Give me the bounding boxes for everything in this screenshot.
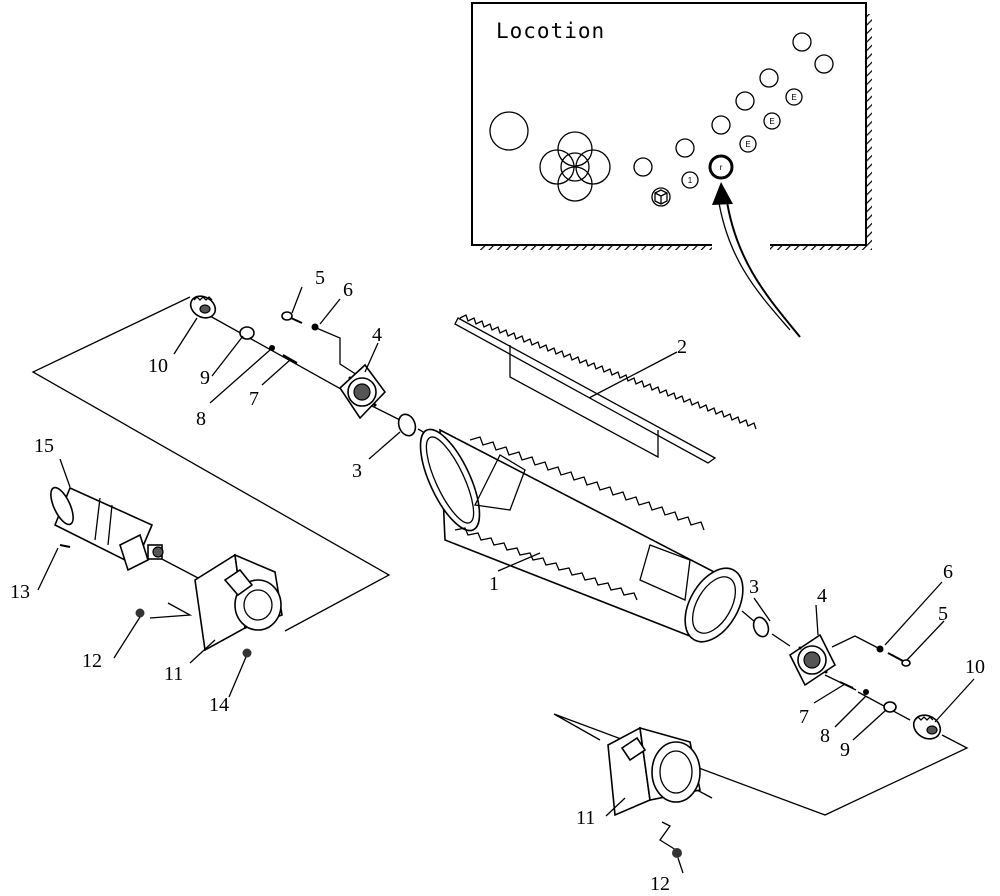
seal-ring-part-3-left — [397, 413, 417, 437]
label-7-right: 7 — [799, 706, 809, 728]
svg-text:E: E — [769, 117, 774, 126]
label-6-right: 6 — [943, 561, 953, 583]
lockwasher-part-8-right — [863, 689, 869, 695]
housing-part-11-left — [194, 553, 283, 652]
label-10-right: 10 — [965, 656, 985, 678]
panel-marked-button: 1 — [681, 171, 699, 189]
label-5-left: 5 — [315, 267, 325, 289]
leader-lines — [37, 286, 975, 874]
label-3-left: 3 — [352, 460, 362, 482]
panel-cube-icon — [651, 187, 671, 207]
label-4-right: 4 — [817, 585, 827, 607]
location-inset: Locotion 1 E E — [471, 2, 872, 338]
nut-part-6-right — [876, 645, 884, 653]
label-8-left: 8 — [196, 408, 206, 430]
pulley-part-10-left — [189, 295, 217, 319]
label-8-right: 8 — [820, 725, 830, 747]
svg-text:1: 1 — [688, 176, 693, 185]
label-2: 2 — [677, 336, 687, 358]
panel-button — [735, 91, 755, 111]
bearing-flange-part-4-left — [338, 363, 387, 420]
panel-button — [711, 115, 731, 135]
motor-part-15 — [50, 486, 164, 572]
label-10-left: 10 — [148, 355, 168, 377]
washer-part-9-right — [883, 701, 897, 713]
left-upper-parts — [189, 295, 417, 437]
inset-frame-gap — [712, 236, 770, 256]
assembly-lines — [31, 296, 969, 851]
label-1: 1 — [489, 573, 499, 595]
right-parts — [607, 616, 942, 858]
panel-marked-button: E — [785, 88, 803, 106]
label-12-right: 12 — [650, 873, 670, 895]
label-3-right: 3 — [749, 576, 759, 598]
label-11-left: 11 — [164, 663, 183, 685]
label-11-right: 11 — [576, 807, 595, 829]
bolt-part-5-right — [887, 652, 911, 667]
panel-button — [814, 54, 834, 74]
label-9-left: 9 — [200, 367, 210, 389]
panel-button — [675, 138, 695, 158]
screw-part-13 — [59, 544, 71, 548]
screw-part-7-left — [282, 354, 298, 364]
svg-text:r: r — [720, 163, 723, 172]
auger-tube-part-1 — [419, 428, 744, 643]
washer-part-9-left — [239, 326, 255, 340]
housing-part-11-right — [607, 726, 701, 817]
panel-button — [792, 32, 812, 52]
joystick-cluster — [539, 131, 611, 202]
svg-text:E: E — [745, 140, 750, 149]
label-12-left: 12 — [82, 650, 102, 672]
panel-large-button — [489, 111, 529, 151]
lockwasher-part-8-left — [269, 345, 275, 351]
nut-part-12-left — [135, 608, 145, 618]
label-15: 15 — [34, 435, 54, 457]
inset-frame — [471, 2, 867, 246]
svg-text:E: E — [791, 93, 796, 102]
label-13: 13 — [10, 581, 30, 603]
label-7-left: 7 — [249, 388, 259, 410]
nut-part-6-left — [311, 323, 319, 331]
panel-marked-button: E — [763, 112, 781, 130]
label-4-left: 4 — [372, 324, 382, 346]
inset-title: Locotion — [496, 19, 605, 43]
seal-ring-part-3-right — [752, 616, 770, 638]
screw-part-7-right — [839, 681, 854, 689]
label-9-right: 9 — [840, 739, 850, 761]
nut-part-12-right — [672, 848, 682, 858]
auger-flighting-part-2 — [454, 314, 757, 464]
callout-labels: 1 2 3 3 4 4 5 5 6 6 7 7 8 8 9 9 10 10 11… — [10, 267, 985, 895]
nut-part-14 — [242, 648, 252, 658]
pulley-part-10-right — [912, 714, 942, 740]
bolt-part-5-left — [281, 311, 303, 324]
label-5-right: 5 — [938, 603, 948, 625]
highlighted-button: r — [708, 154, 734, 180]
panel-marked-button: E — [739, 135, 757, 153]
label-14: 14 — [209, 694, 229, 716]
label-6-left: 6 — [343, 279, 353, 301]
panel-button — [633, 157, 653, 177]
bearing-flange-part-4-right — [788, 633, 837, 687]
location-pointer-arrow — [712, 182, 801, 338]
panel-button — [759, 68, 779, 88]
left-lower-parts — [50, 486, 283, 658]
